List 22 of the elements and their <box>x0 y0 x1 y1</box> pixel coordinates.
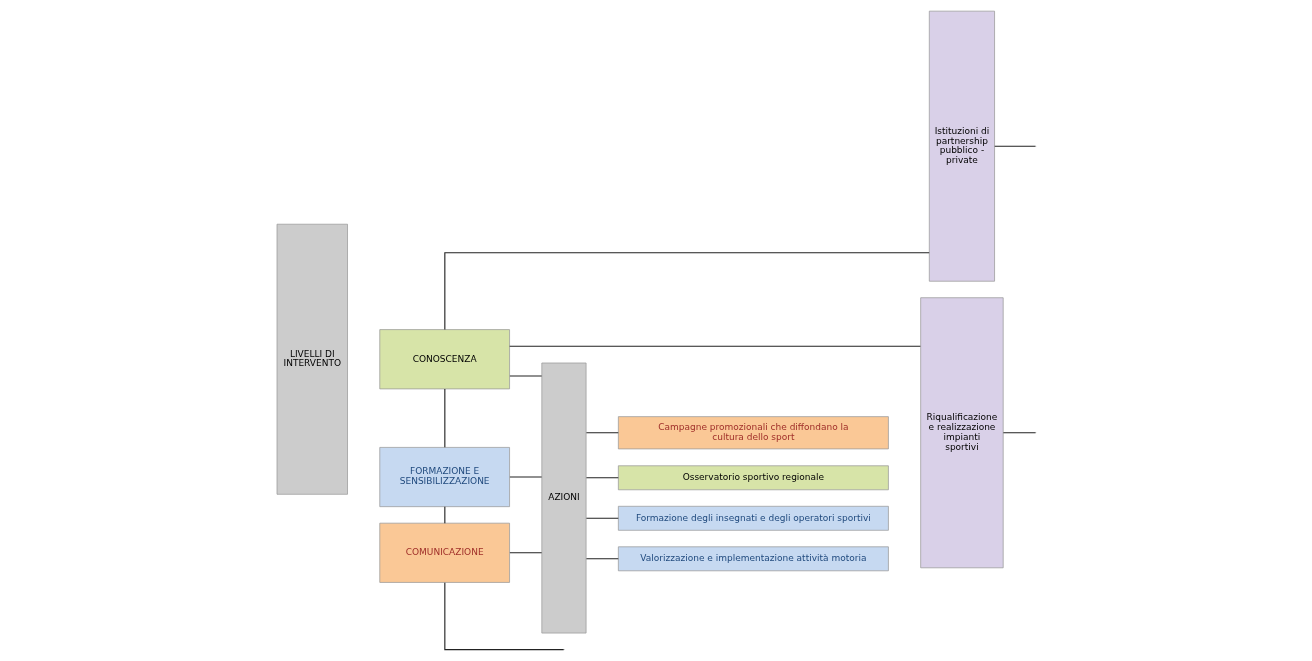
connector <box>585 432 619 434</box>
connector <box>1002 432 1036 434</box>
connector <box>993 145 1036 147</box>
node-box: AZIONI <box>540 362 586 634</box>
node-box: Osservatorio sportivo regionale <box>617 465 889 491</box>
node-box: Riqualificazione e realizzazione impianti sportivi <box>919 297 1004 569</box>
connector <box>508 552 542 554</box>
node-box: CONOSCENZA <box>378 329 510 390</box>
connector <box>585 477 619 479</box>
node-box: COMUNICAZIONE <box>378 522 510 583</box>
node-box: Formazione degli insegnati e degli operatori sportivi <box>617 505 889 531</box>
node-box: Istituzioni di partnership pubblico - private <box>928 10 995 282</box>
node-box: Campagne promozionali che diffondano la cultura dello sport <box>617 416 889 450</box>
connector <box>508 345 921 347</box>
node-box: FORMAZIONE E SENSIBILIZZAZIONE <box>378 447 510 508</box>
connector <box>443 582 564 651</box>
node-box: LIVELLI DI INTERVENTO <box>276 223 348 495</box>
connector <box>585 517 619 519</box>
connector <box>585 558 619 560</box>
node-box: Valorizzazione e implementazione attività motoria <box>617 546 889 572</box>
connector <box>443 252 930 331</box>
connector <box>443 388 445 448</box>
